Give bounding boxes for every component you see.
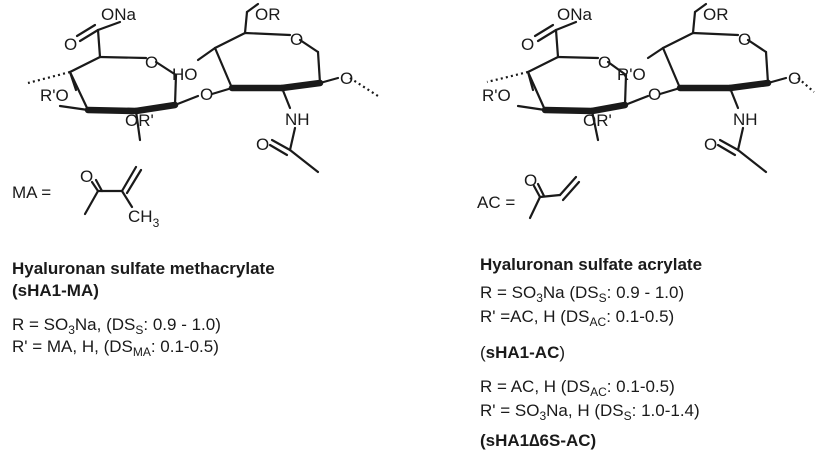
ma-label: MA = (12, 183, 51, 202)
right-acetyl-o-label: O (704, 135, 717, 154)
right-glyco-o-label: O (648, 85, 661, 104)
left-carbonyl-o-label: O (64, 35, 77, 54)
left-acetyl-o-label: O (256, 135, 269, 154)
left-ring1-o-label: O (145, 53, 158, 72)
right-ring2-o-label: O (738, 30, 751, 49)
right-nh-label: NH (733, 110, 758, 129)
left-ring2-o-label: O (290, 30, 303, 49)
right-compound-code-1: (sHA1-AC) (480, 343, 565, 362)
left-nh-label: NH (285, 110, 310, 129)
right-r4-o-label: R'O (617, 65, 646, 84)
right-or6-label: OR (703, 5, 729, 24)
right-carbonyl-o-label: O (521, 35, 534, 54)
ma-methyl-label: CH3 (128, 207, 160, 230)
left-disaccharide-structure (27, 2, 379, 174)
left-r-definition: R = SO3Na, (DSS: 0.9 - 1.0) (12, 315, 221, 337)
left-r3-o-label: R'O (40, 86, 69, 105)
right-r3-o-label: R'O (482, 86, 511, 105)
right-rprime-definition-2: R' = SO3Na, H (DSS: 1.0-1.4) (480, 401, 700, 423)
left-title: Hyaluronan sulfate methacrylate (12, 259, 275, 278)
right-anomeric-o-label: O (788, 69, 801, 88)
right-carboxylate-label: ONa (557, 5, 593, 24)
left-glyco-o-label: O (200, 85, 213, 104)
left-compound-code: (sHA1-MA) (12, 281, 99, 300)
right-r-definition-2: R = AC, H (DSAC: 0.1-0.5) (480, 377, 675, 399)
right-caption: Hyaluronan sulfate acrylate R = SO3Na (D… (480, 255, 702, 450)
left-r2-o-label: OR' (125, 111, 154, 130)
right-r2-o-label: OR' (583, 111, 612, 130)
right-ring1-o-label: O (598, 53, 611, 72)
left-carboxylate-label: ONa (101, 5, 137, 24)
ac-label: AC = (477, 193, 515, 212)
ma-carbonyl-o-label: O (80, 167, 93, 186)
left-rprime-definition: R' = MA, H, (DSMA: 0.1-0.5) (12, 337, 219, 359)
methacrylate-group-definition: MA = O CH3 (12, 165, 160, 230)
left-structure-atom-labels: ONa O O R'O OR' HO O OR O NH O O (40, 5, 353, 154)
left-or6-label: OR (255, 5, 281, 24)
left-anomeric-o-label: O (340, 69, 353, 88)
acrylate-group-definition: AC = O (477, 171, 581, 220)
right-structure-atom-labels: ONa O O R'O OR' R'O O OR O NH O O (482, 5, 801, 154)
right-compound-code-2: (sHA1∆6S-AC) (480, 431, 596, 450)
left-caption: Hyaluronan sulfate methacrylate (sHA1-MA… (12, 259, 275, 359)
right-disaccharide-structure (486, 2, 815, 174)
ac-carbonyl-o-label: O (524, 171, 537, 190)
right-rprime-definition: R' =AC, H (DSAC: 0.1-0.5) (480, 307, 674, 329)
left-hydroxyl-label: HO (172, 65, 198, 84)
right-title: Hyaluronan sulfate acrylate (480, 255, 702, 274)
right-r-definition: R = SO3Na (DSS: 0.9 - 1.0) (480, 283, 684, 305)
